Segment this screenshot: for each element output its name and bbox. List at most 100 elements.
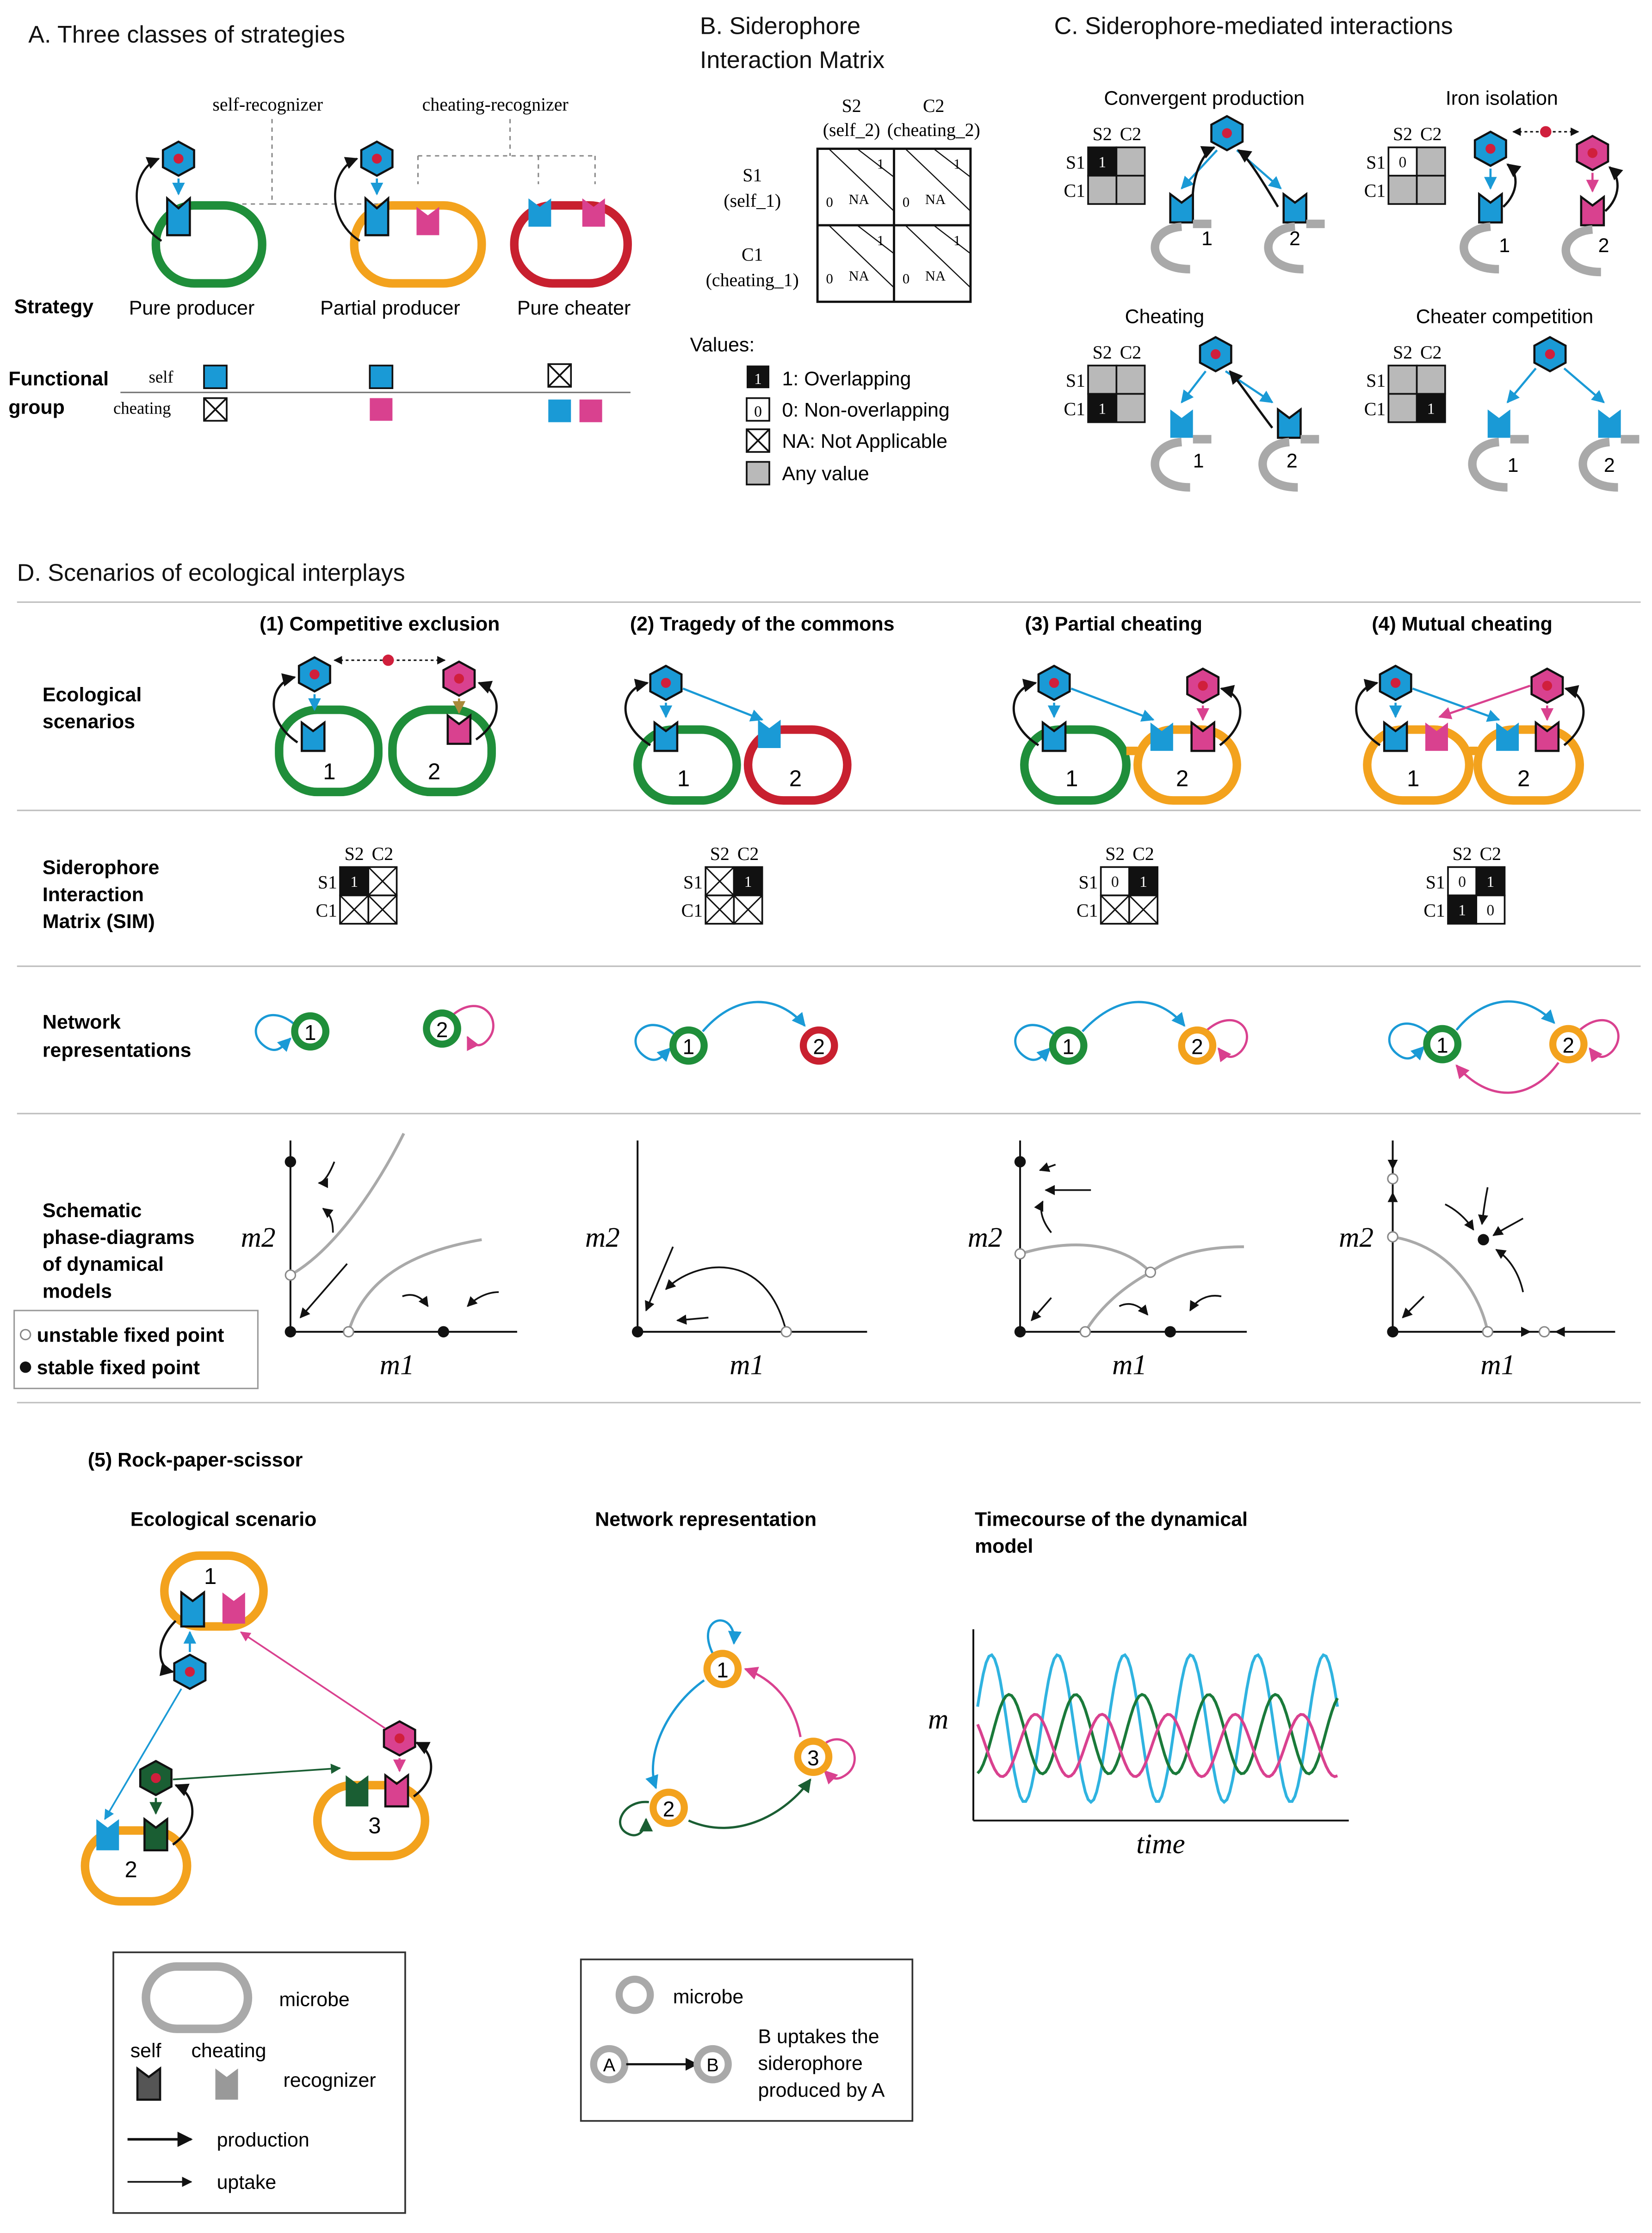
scenario-4-title: (4) Mutual cheating (1372, 613, 1553, 635)
net2-node-1: 1 (683, 1035, 695, 1059)
panel-5: (5) Rock-paper-scissor Ecological scenar… (80, 1449, 1349, 1906)
sim-col-label: S2 (1393, 342, 1412, 363)
sim-cell (1087, 393, 1118, 423)
microbe-outline (350, 201, 486, 288)
sim-cell-top: 1 (877, 233, 884, 248)
sim-row-label: S1 (683, 872, 703, 892)
legend2-desc-1: B uptakes the (758, 2025, 879, 2047)
sim-cell (1115, 393, 1146, 423)
sim-cell-value: 1 (1098, 154, 1106, 171)
sim-row-label: C1 (1064, 181, 1085, 201)
functional-group-label-2: group (8, 396, 64, 418)
cheating-square-icon (548, 399, 571, 422)
legend2-node-a: A (603, 2055, 616, 2076)
legend-microbe: microbe (279, 1989, 349, 2011)
col-c2: C2 (923, 96, 944, 116)
cheating-recognizer-icon (416, 207, 439, 235)
col-s2: S2 (842, 96, 861, 116)
sim-cell-value: 1 (350, 873, 358, 891)
na-square-icon (203, 397, 228, 422)
sim-row-label: C1 (1077, 901, 1098, 921)
sim-row-label: C1 (681, 901, 703, 921)
sim-cell (1387, 393, 1418, 423)
phase4-axis-y: m2 (1339, 1222, 1374, 1253)
partial-producer (334, 140, 486, 288)
sim-cell-top: 1 (877, 156, 884, 172)
c-microbe-2: 2 (1287, 450, 1298, 472)
strategy-partial-producer: Partial producer (320, 297, 460, 319)
legend-unstable: unstable fixed point (37, 1324, 224, 1346)
row-eco-2: scenarios (43, 711, 135, 733)
c-title-iron-isolation: Iron isolation (1446, 87, 1558, 110)
sim-row-label: C1 (1364, 181, 1386, 201)
values-legend: 1 1: Overlapping 0 0: Non-overlapping NA… (746, 365, 950, 486)
panel-b-title-1: B. Siderophore (700, 13, 860, 40)
sim-col-label: S2 (1453, 844, 1472, 864)
pure-cheater (510, 198, 632, 288)
phase-diagram-2: m2 m1 (585, 1140, 867, 1381)
eco2-microbe-1: 1 (677, 767, 690, 792)
sim-cell-value: 0 (1486, 902, 1494, 919)
cheating-recognizer-icon (215, 2068, 238, 2100)
sim-col-label: C2 (1420, 342, 1442, 363)
sim-row-label: C1 (1364, 399, 1386, 419)
p5-net-title: Network representation (595, 1508, 817, 1530)
scenario-1-title: (1) Competitive exclusion (260, 613, 500, 635)
network-3: 1 2 (1014, 1001, 1248, 1065)
row-c1-sub: (cheating_1) (706, 270, 799, 291)
legend2-desc-3: produced by A (758, 2079, 885, 2102)
microbe-outline (151, 201, 266, 288)
row-sim-3: Matrix (SIM) (43, 910, 155, 933)
iron-icon (173, 154, 184, 164)
sim-row-label: S1 (1066, 152, 1085, 173)
microbe-icon (142, 1962, 253, 2033)
row-s1: S1 (742, 165, 762, 186)
sim-cell-value: 0 (1458, 873, 1466, 891)
sim-row-label: S1 (318, 872, 337, 892)
sim-cell (1115, 174, 1146, 205)
sim-cell-mid: NA (848, 192, 869, 207)
sim-cell (1387, 365, 1418, 395)
legend-recognizer: recognizer (284, 2069, 376, 2091)
legend2-microbe: microbe (673, 1986, 743, 2008)
sim-cell-value: 1 (1139, 873, 1147, 891)
c-cheating-diagram: 1 2 (1151, 336, 1319, 492)
panel-5-title: (5) Rock-paper-scissor (88, 1449, 303, 1471)
legend-overlapping: 1: Overlapping (782, 368, 911, 390)
sim-cell-value: 1 (744, 873, 752, 891)
sim-row-label: S1 (1366, 152, 1386, 173)
net2-node-2: 2 (813, 1035, 825, 1059)
sim-row-label: S1 (1066, 371, 1085, 391)
sim-cell-mid: NA (925, 268, 946, 284)
sim-cell (1087, 365, 1118, 395)
stable-point-icon (19, 1361, 31, 1373)
sim-cell-left: 0 (903, 194, 910, 210)
self-square-icon (203, 365, 228, 389)
sim-col-label: C2 (372, 844, 393, 864)
p5-eco-node-3: 3 (368, 1813, 381, 1838)
panel-a-title: A. Three classes of strategies (28, 21, 345, 48)
pure-producer (136, 140, 266, 288)
net1-node-2: 2 (436, 1018, 448, 1042)
p5-eco-node-2: 2 (125, 1857, 137, 1882)
net4-node-2: 2 (1563, 1033, 1575, 1058)
sim-col-label: S2 (1393, 124, 1412, 144)
sim-row-label: S1 (1078, 872, 1098, 892)
sim-row-label: S1 (1426, 872, 1445, 892)
row-s1-sub: (self_1) (724, 191, 781, 211)
sim-cell-left: 0 (903, 271, 910, 287)
p5-net-node-3: 3 (807, 1746, 819, 1770)
self-recognizer-label: self-recognizer (212, 94, 323, 115)
values-title: Values: (690, 334, 755, 356)
c-iron-isolation-diagram: 1 2 (1460, 126, 1623, 277)
sim-cell-top: 1 (953, 156, 960, 172)
panel-d-title: D. Scenarios of ecological interplays (17, 560, 405, 587)
sim-cell (1416, 365, 1446, 395)
sim-row-label: C1 (316, 901, 337, 921)
legend-any: Any value (782, 463, 869, 485)
timecourse-series-3 (976, 1713, 1338, 1778)
